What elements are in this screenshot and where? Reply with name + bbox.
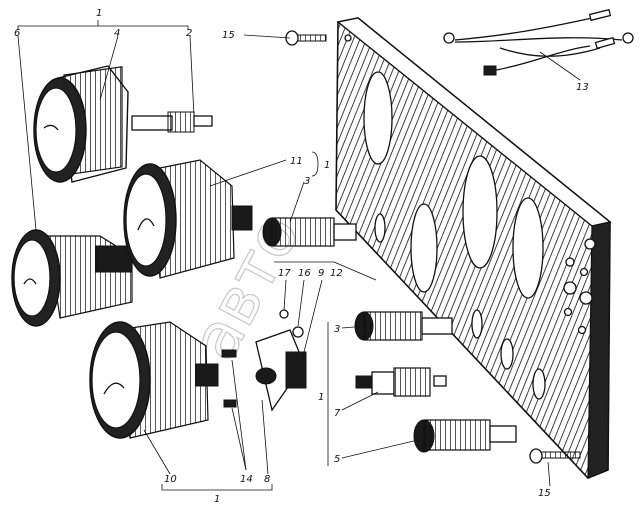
label-13: 13 (576, 82, 589, 93)
label-1-top: 1 (96, 8, 102, 19)
label-15-bottom: 15 (538, 488, 551, 499)
label-9: 9 (318, 268, 324, 279)
leader-lines (17, 20, 581, 491)
label-5: 5 (334, 454, 340, 465)
label-6: 6 (14, 28, 20, 39)
callout-labels: 1 6 4 2 15 13 11 1 3 17 16 9 12 3 1 7 5 … (14, 8, 589, 505)
screw-top (285, 30, 327, 46)
label-16: 16 (298, 268, 311, 279)
label-12: 12 (330, 268, 343, 279)
label-3-lower: 3 (334, 324, 340, 335)
label-17: 17 (278, 268, 291, 279)
label-7: 7 (334, 408, 341, 419)
label-1-right-gauge: 1 (324, 160, 330, 171)
gauge-bottom (89, 321, 219, 439)
label-1-bottom: 1 (214, 494, 220, 505)
label-10: 10 (164, 474, 177, 485)
lamp-seven (355, 367, 447, 397)
label-2: 2 (186, 28, 192, 39)
gauge-upper-left (33, 65, 213, 183)
wire-harness (443, 8, 634, 76)
toggle-switch (221, 309, 307, 412)
panel-plate (335, 17, 612, 479)
label-15-top: 15 (222, 30, 235, 41)
label-1-switch-group: 1 (318, 392, 324, 403)
label-8: 8 (264, 474, 270, 485)
lamp-upper (262, 217, 357, 247)
label-11: 11 (290, 156, 303, 167)
label-3-upper: 3 (304, 176, 310, 187)
gauge-center (123, 159, 253, 279)
lamp-five (413, 419, 517, 453)
label-4: 4 (114, 28, 120, 39)
gauge-lower-left (11, 229, 133, 327)
label-14: 14 (240, 474, 253, 485)
screw-bottom (529, 448, 581, 464)
